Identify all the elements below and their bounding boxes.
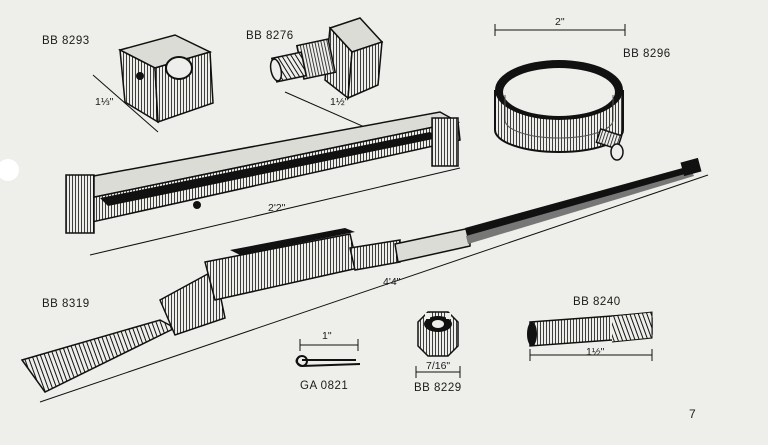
frame-drawing (65, 111, 461, 256)
bb8276-label: BB 8276 (246, 30, 294, 42)
bb8276-dimension: 1½" (330, 96, 349, 108)
bb8240-dimension: 1½" (586, 346, 605, 358)
bb8229-dimension: 7/16" (426, 360, 451, 372)
bb8293-dimension: 1⅓" (95, 96, 114, 108)
bb8319-label: BB 8319 (42, 298, 90, 310)
bb8229-label: BB 8229 (414, 382, 462, 394)
ga0821-pin-drawing (295, 339, 361, 368)
bb8240-sleeve-drawing (527, 311, 653, 361)
ga0821-dimension: 1" (322, 330, 332, 342)
bb8296-ring-drawing (494, 24, 626, 161)
bb8293-block-drawing (92, 34, 214, 133)
bb8240-label: BB 8240 (573, 296, 621, 308)
bb8319-drawing (20, 157, 709, 403)
punch-hole (0, 159, 19, 181)
bb8296-label: BB 8296 (623, 48, 671, 60)
page-number: 7 (689, 407, 696, 421)
ga0821-label: GA 0821 (300, 380, 349, 392)
bb8293-label: BB 8293 (42, 35, 90, 47)
bb8296-dimension: 2" (555, 16, 565, 28)
bb8319-dimension: 4'4" (383, 276, 401, 288)
frame-dimension: 2'2" (268, 202, 286, 214)
bb8229-nut-drawing (415, 311, 461, 378)
bb8276-fitting-drawing (269, 17, 386, 137)
